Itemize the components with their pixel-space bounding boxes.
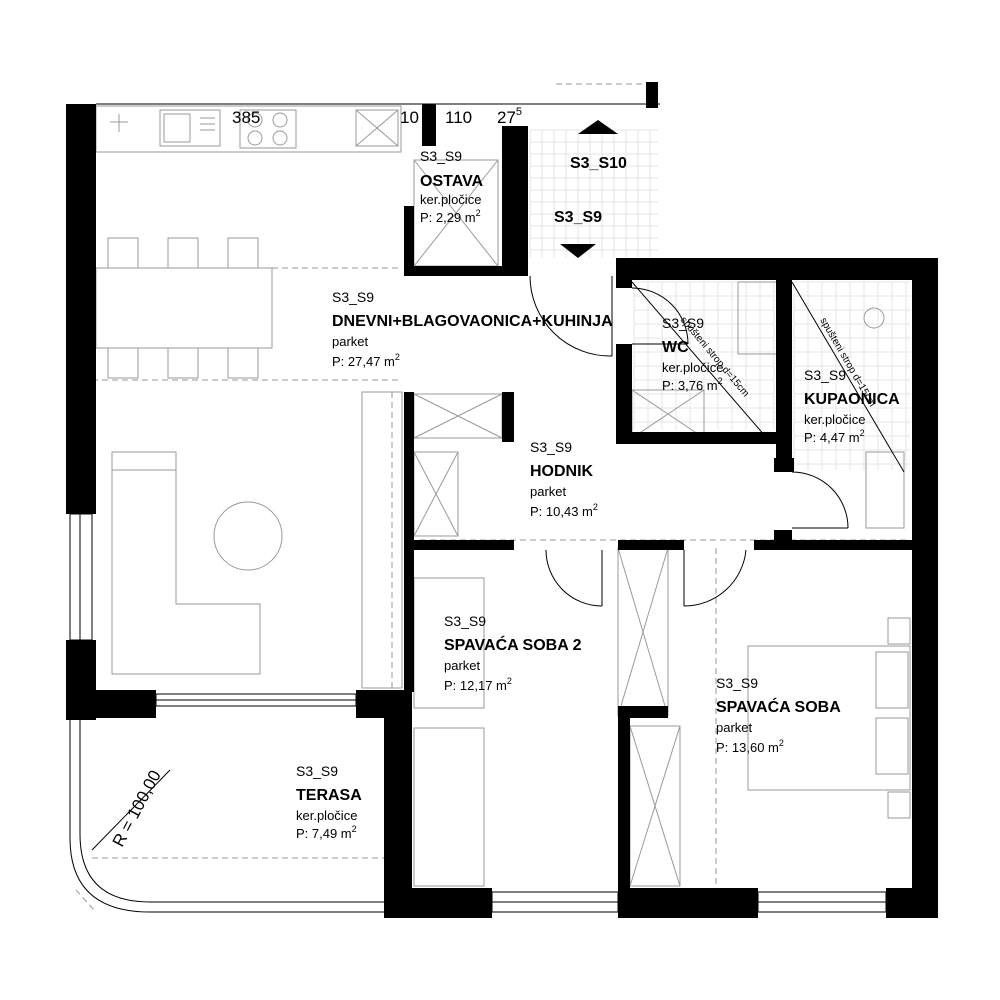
stair-code-top: S3_S10 bbox=[570, 155, 627, 172]
room-floor: parket bbox=[530, 484, 567, 499]
room-area: P: 3,76 m2 bbox=[662, 376, 723, 393]
dim-385: 385 bbox=[232, 108, 260, 127]
room-area: P: 4,47 m2 bbox=[804, 428, 865, 445]
walls bbox=[66, 82, 938, 918]
bedroom-furniture bbox=[629, 617, 911, 887]
room-code: S3_S9 bbox=[530, 439, 572, 455]
room-code: S3_S9 bbox=[296, 763, 338, 779]
room-floor: ker.pločice bbox=[420, 192, 481, 207]
room-area: P: 10,43 m2 bbox=[530, 502, 598, 519]
stair-arrows bbox=[560, 120, 618, 258]
room-hodnik: S3_S9 HODNIK parket P: 10,43 m2 bbox=[530, 439, 598, 519]
room-code: S3_S9 bbox=[420, 148, 462, 164]
room-code: S3_S9 bbox=[716, 675, 758, 691]
room-area: P: 13,60 m2 bbox=[716, 738, 784, 755]
dining-table bbox=[95, 237, 273, 379]
room-spavaca: S3_S9 SPAVAĆA SOBA parket P: 13,60 m2 bbox=[716, 675, 841, 755]
dim-110: 110 bbox=[445, 108, 472, 127]
room-area: P: 27,47 m2 bbox=[332, 352, 400, 369]
room-name: HODNIK bbox=[530, 463, 594, 480]
room-floor: ker.pločice bbox=[804, 412, 865, 427]
room-name: WC bbox=[662, 339, 689, 356]
dim-10: 10 bbox=[400, 108, 419, 127]
arrow-up-icon bbox=[578, 120, 618, 134]
room-code: S3_S9 bbox=[662, 315, 704, 331]
room-floor: parket bbox=[716, 720, 753, 735]
room-code: S3_S9 bbox=[332, 289, 374, 305]
room-code: S3_S9 bbox=[804, 367, 846, 383]
doors bbox=[529, 275, 849, 607]
windows bbox=[69, 83, 887, 913]
room-floor: parket bbox=[444, 658, 481, 673]
bathroom-tiles bbox=[633, 281, 910, 470]
room-name: DNEVNI+BLAGOVAONICA+KUHINJA bbox=[332, 313, 613, 330]
room-floor: parket bbox=[332, 334, 369, 349]
room-name: OSTAVA bbox=[420, 173, 484, 190]
bedroom2-furniture bbox=[413, 547, 669, 887]
stair-landing-tiles bbox=[529, 129, 658, 258]
stair-code-bottom: S3_S9 bbox=[554, 209, 602, 226]
radius-annotation: R = 100,00 bbox=[109, 767, 165, 850]
room-floor: ker.pločice bbox=[662, 360, 723, 375]
dim-32: 32 bbox=[68, 108, 87, 127]
room-name: TERASA bbox=[296, 787, 362, 804]
room-spavaca2: S3_S9 SPAVAĆA SOBA 2 parket P: 12,17 m2 bbox=[444, 613, 582, 693]
dim-27-5: 275 bbox=[497, 106, 522, 127]
arrow-down-icon bbox=[560, 244, 596, 258]
kitchen-counter bbox=[95, 105, 402, 153]
room-terasa: S3_S9 TERASA ker.pločice P: 7,49 m2 bbox=[296, 763, 362, 841]
sofa bbox=[111, 391, 403, 689]
room-area: P: 7,49 m2 bbox=[296, 824, 357, 841]
room-name: SPAVAĆA SOBA bbox=[716, 697, 841, 716]
room-name: SPAVAĆA SOBA 2 bbox=[444, 635, 582, 654]
dimension-line: 32 385 10 110 275 bbox=[68, 106, 522, 127]
room-floor: ker.pločice bbox=[296, 808, 357, 823]
stair-labels: S3_S10 S3_S9 bbox=[554, 155, 627, 226]
bathroom-fixtures bbox=[863, 307, 905, 529]
room-name: KUPAONICA bbox=[804, 391, 900, 408]
ceiling-diagonals bbox=[631, 281, 905, 473]
room-dnevni: S3_S9 DNEVNI+BLAGOVAONICA+KUHINJA parket… bbox=[332, 289, 613, 369]
room-code: S3_S9 bbox=[444, 613, 486, 629]
room-ostava: S3_S9 OSTAVA ker.pločice P: 2,29 m2 bbox=[420, 148, 484, 225]
room-area: P: 2,29 m2 bbox=[420, 208, 481, 225]
terrace-balustrade bbox=[69, 720, 384, 913]
room-area: P: 12,17 m2 bbox=[444, 676, 512, 693]
hallway-wardrobes bbox=[413, 393, 503, 537]
